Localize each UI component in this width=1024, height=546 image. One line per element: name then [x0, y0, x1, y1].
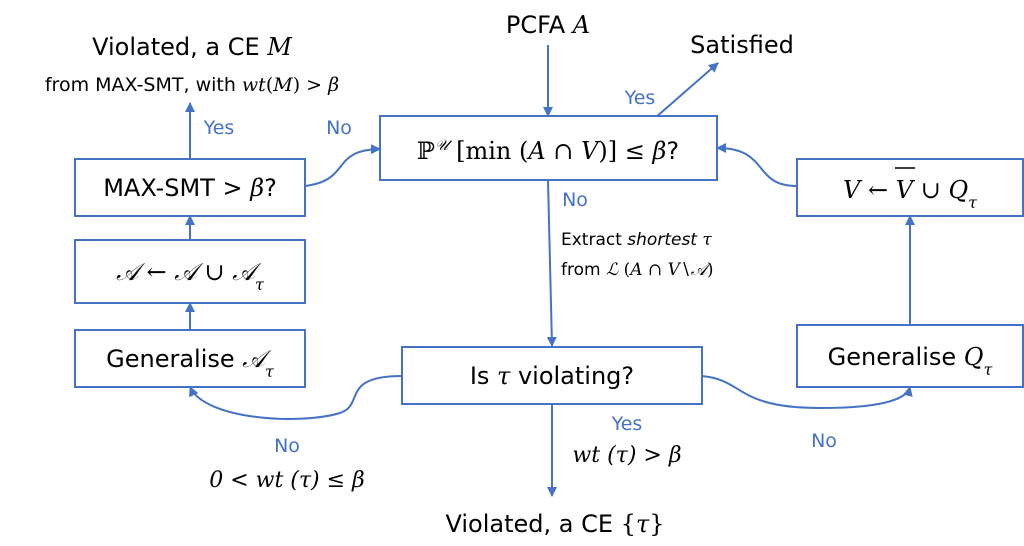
- edge-label-no-check: No: [562, 189, 588, 211]
- is-violating-label: Is τ violating?: [470, 362, 634, 390]
- generalise-a-box: [74, 329, 306, 388]
- update-a-box: [74, 239, 306, 304]
- edge-check-to-satisfied: [654, 62, 719, 119]
- extract-label-line1: Extract shortest τ: [561, 230, 712, 250]
- edge-is-violating-to-generalise-q: [701, 375, 913, 410]
- violated-top-line1: Violated, a CE M: [92, 33, 293, 61]
- violated-top-line2: from MAX-SMT, with wt(M) > β: [45, 74, 339, 96]
- satisfied-label: Satisfied: [690, 31, 794, 59]
- update-a-label: 𝒜 ← 𝒜 ∪ 𝒜τ: [116, 258, 265, 294]
- edge-label-yes-violating: Yes: [611, 413, 643, 435]
- edge-label-no-maxsmt: No: [326, 117, 352, 139]
- edge-label-no-left: No: [274, 435, 300, 457]
- max-smt-label: MAX-SMT > β?: [103, 174, 277, 202]
- violated-bottom-label: Violated, a CE {τ}: [445, 510, 664, 538]
- is-violating-box: [401, 346, 703, 405]
- generalise-a-label: Generalise 𝒜τ: [106, 345, 275, 381]
- edge-label-yes-condition: wt (τ) > β: [572, 443, 681, 468]
- edge-label-no-right: No: [811, 430, 837, 452]
- edge-is-violating-to-generalise-a: [189, 375, 403, 420]
- check-probability-label: ℙ𝒰 [min (A ∩ V)] ≤ β?: [417, 136, 679, 165]
- check-probability-box: [379, 115, 718, 181]
- input-label: PCFA A: [506, 11, 590, 39]
- edge-label-no-left-condition: 0 < wt (τ) ≤ β: [209, 468, 365, 493]
- generalise-q-label: Generalise Qτ: [828, 343, 994, 379]
- edge-label-yes-satisfied: Yes: [624, 87, 656, 109]
- max-smt-box: [74, 158, 306, 217]
- extract-label-line2: from ℒ (A ∩ V∖𝒜): [561, 260, 713, 280]
- edge-check-to-is-violating: [546, 179, 557, 347]
- edge-label-yes-maxsmt: Yes: [203, 117, 235, 139]
- edge-update-v-to-check: [716, 143, 798, 187]
- edge-maxsmt-to-check: [304, 144, 381, 187]
- update-v-label: V ← V ∪ Qτ: [843, 176, 978, 212]
- generalise-q-box: [796, 324, 1024, 388]
